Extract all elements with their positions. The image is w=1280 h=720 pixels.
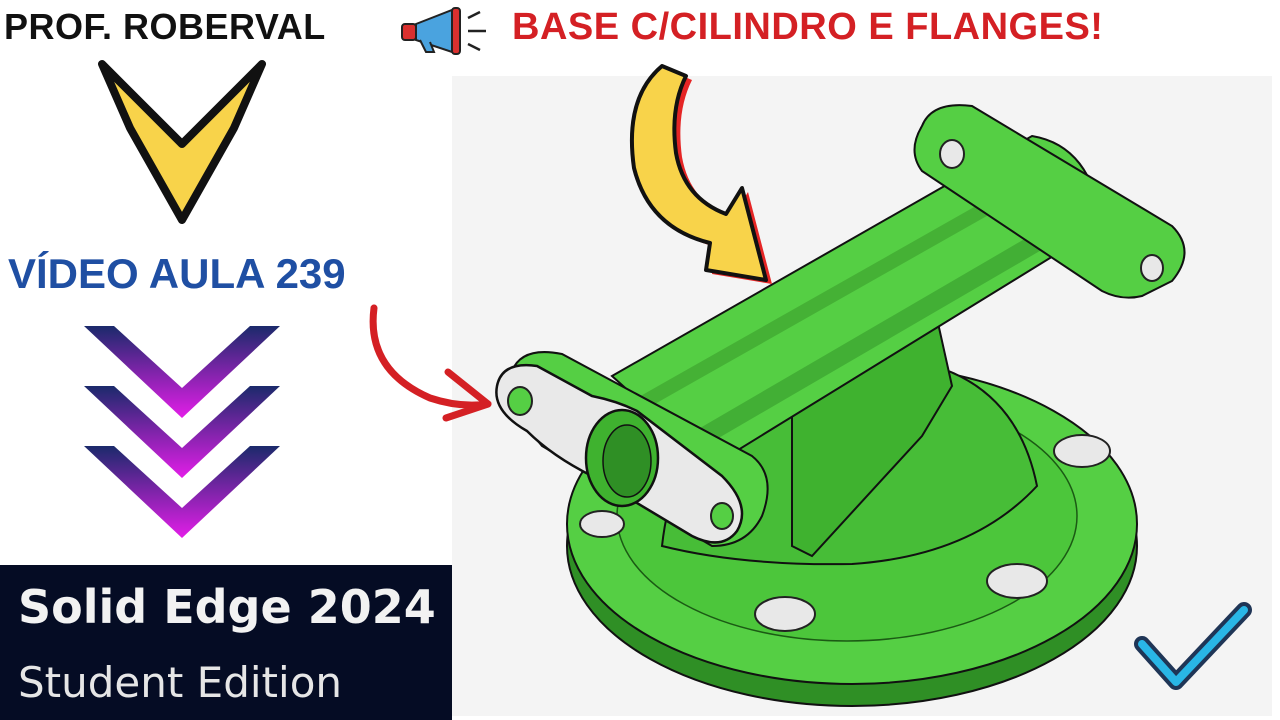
author-name: PROF. ROBERVAL bbox=[4, 6, 326, 47]
lesson-label: VÍDEO AULA 239 bbox=[8, 250, 346, 297]
brand-edition: Student Edition bbox=[18, 658, 343, 707]
curved-red-arrow-icon bbox=[369, 304, 492, 422]
checkmark-icon bbox=[1134, 602, 1252, 690]
megaphone-icon bbox=[401, 7, 486, 55]
brand-product-name: Solid Edge 2024 bbox=[18, 580, 436, 634]
curved-yellow-arrow-icon bbox=[629, 64, 772, 284]
software-brand-panel bbox=[0, 565, 452, 720]
triple-chevron-down-icon bbox=[84, 326, 280, 538]
video-headline: BASE C/CILINDRO E FLANGES! bbox=[512, 6, 1104, 48]
flanged-base-part-illustration bbox=[495, 104, 1186, 707]
yellow-down-arrow-icon bbox=[98, 60, 266, 224]
base-hole bbox=[579, 434, 1111, 632]
